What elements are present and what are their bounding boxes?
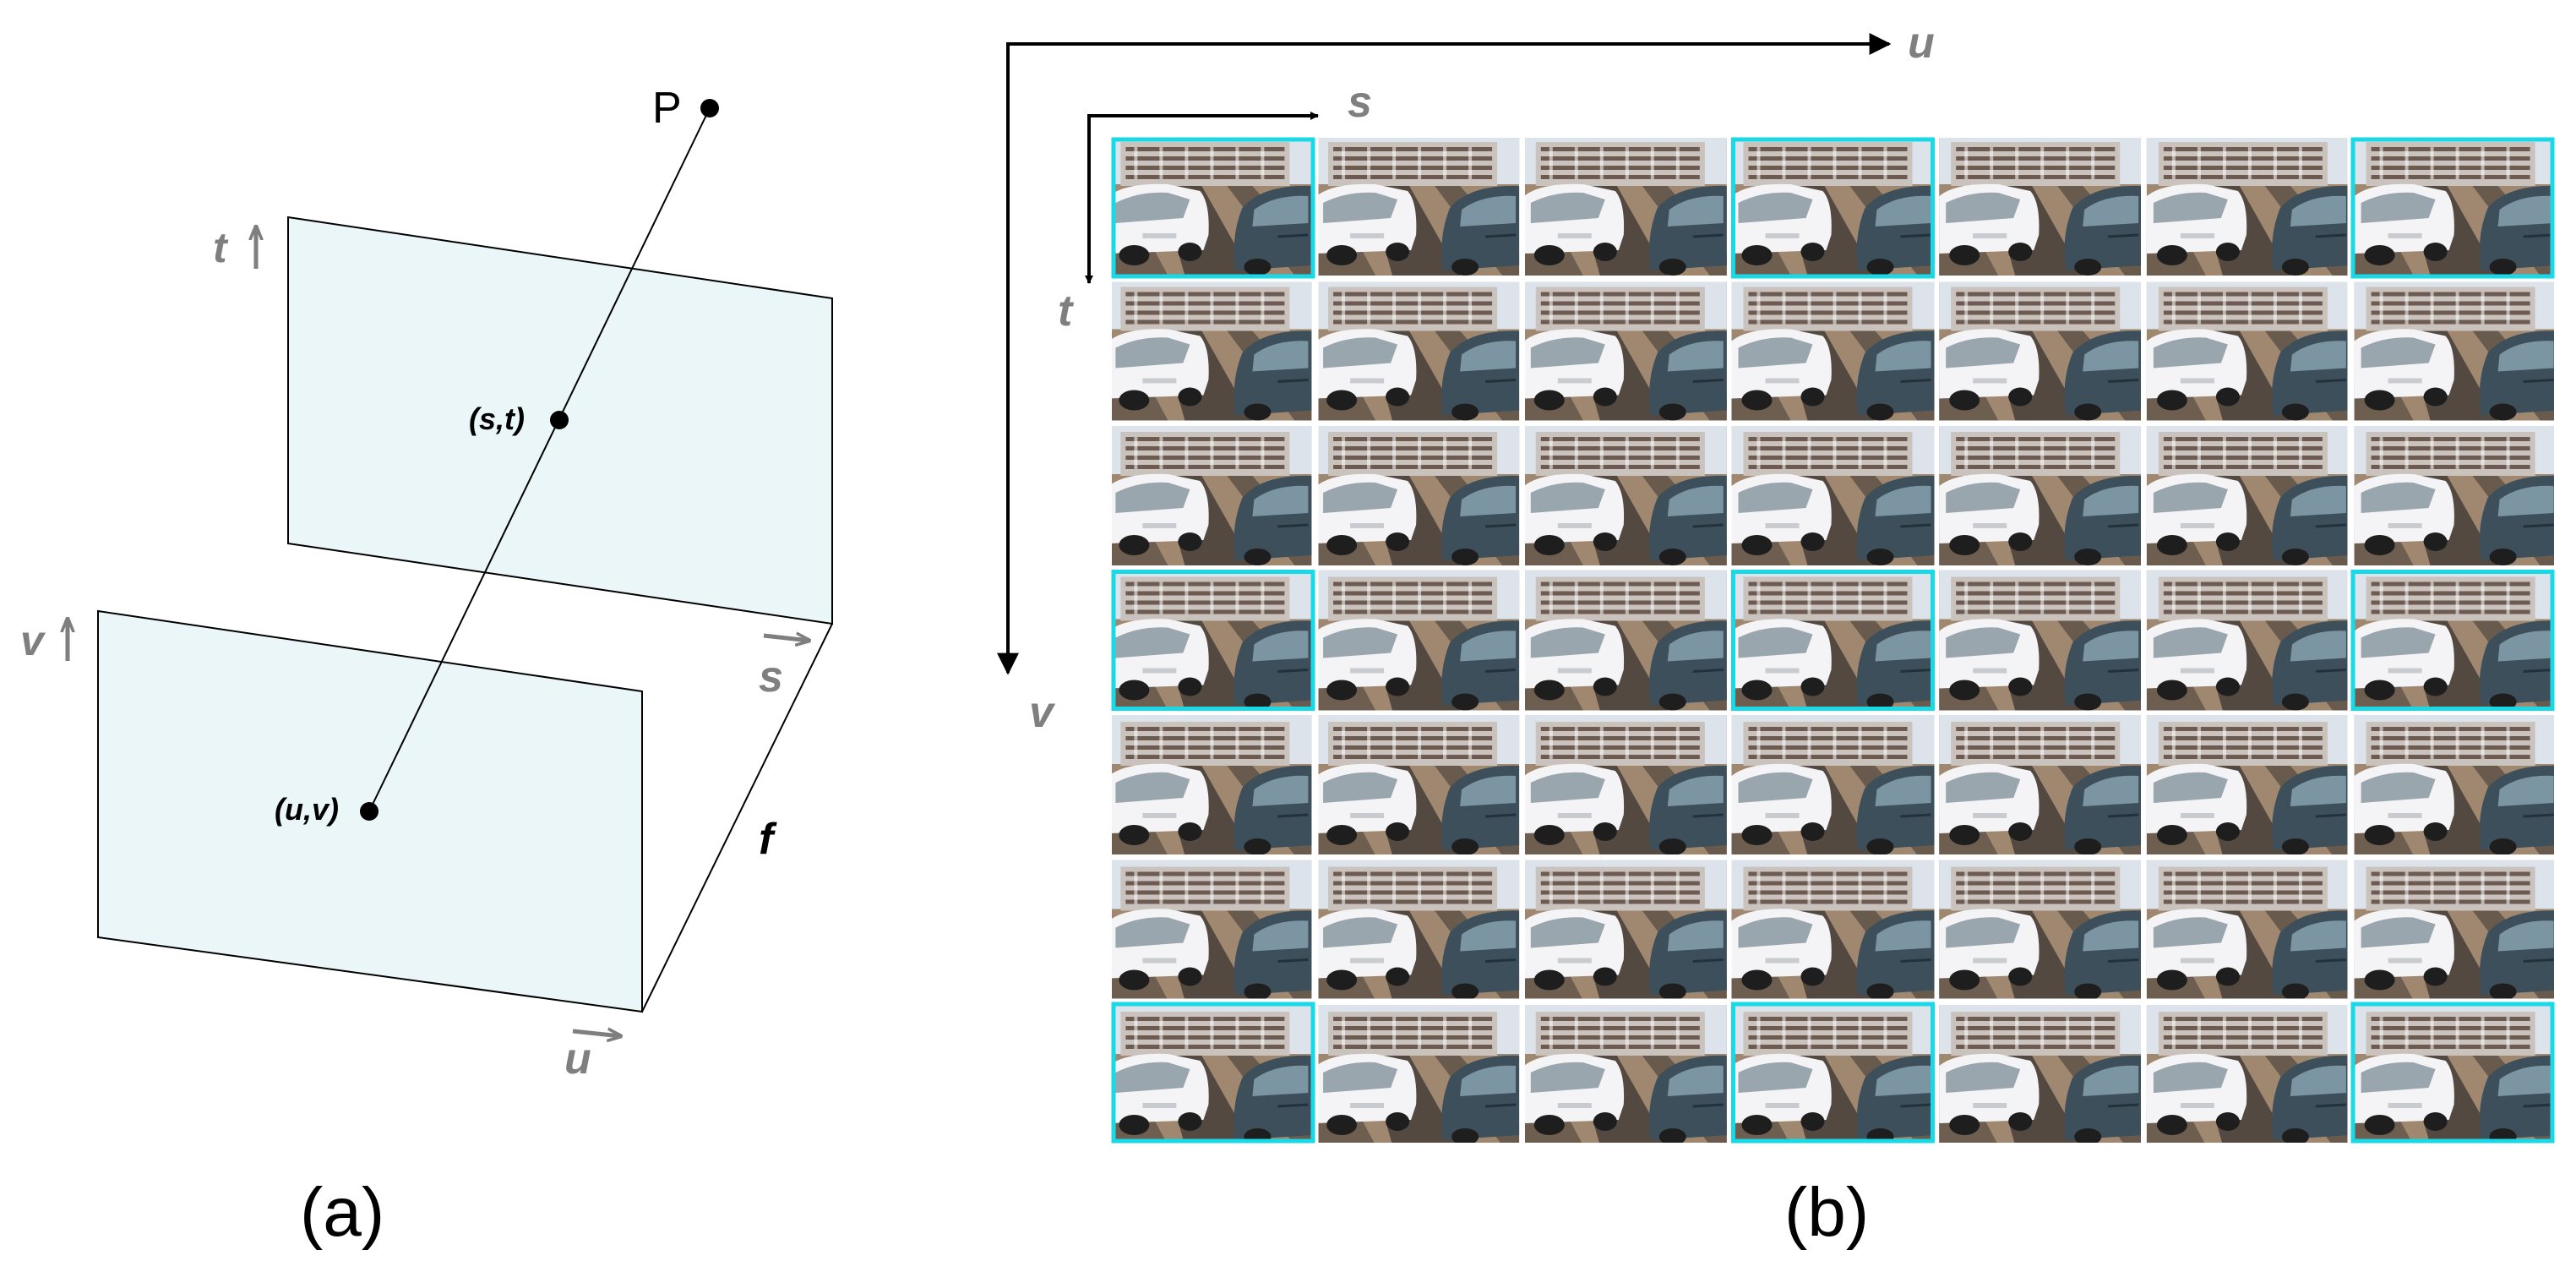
focal-distance-label: f: [759, 815, 777, 864]
st-point-dot: [550, 411, 569, 429]
u-axis-arrow: [572, 1031, 621, 1036]
outer-v-label: v: [1029, 688, 1056, 737]
sub-aperture-view-r1-c6: [2353, 281, 2554, 422]
panel-a-two-plane-parameterization: P (s,t) (u,v) t v s u f (a): [20, 84, 833, 1251]
sub-aperture-view-r6-c5: [2145, 1003, 2348, 1143]
sub-aperture-view-r0-c2: [1525, 138, 1728, 277]
sub-aperture-view-r5-c1: [1318, 859, 1521, 999]
s-axis-arrow: [763, 636, 809, 641]
inner-st-axes: [1087, 114, 1315, 279]
sub-aperture-view-r3-c2: [1525, 570, 1728, 711]
sub-aperture-view-r1-c0: [1112, 281, 1313, 422]
t-axis-label: t: [213, 224, 229, 271]
highlighted-view-border: [1731, 137, 1935, 279]
u-axis-label: u: [564, 1035, 591, 1084]
s-axis-label: s: [759, 652, 783, 702]
sub-aperture-view-r4-c2: [1525, 714, 1728, 854]
point-p-label: P: [652, 84, 682, 133]
sub-aperture-view-r0-c4: [1938, 138, 2141, 277]
sub-aperture-view-r6-c2: [1525, 1003, 1728, 1143]
sub-aperture-view-r4-c5: [2145, 714, 2348, 854]
highlighted-view-border: [1731, 1002, 1935, 1144]
point-p-dot: [700, 99, 719, 117]
sub-aperture-view-r4-c0: [1112, 714, 1313, 854]
highlighted-view-border: [2350, 1002, 2555, 1144]
uv-point-dot: [360, 802, 379, 821]
sub-aperture-view-r6-c3: [1731, 1002, 1935, 1144]
st-point-label: (s,t): [469, 401, 525, 436]
sub-aperture-view-r2-c6: [2353, 426, 2554, 566]
sub-aperture-view-r3-c6: [2350, 570, 2555, 711]
sub-aperture-view-r1-c2: [1525, 281, 1728, 422]
sub-aperture-view-r2-c5: [2145, 426, 2348, 566]
sub-aperture-view-r6-c0: [1111, 1002, 1315, 1144]
panel-b-caption: (b): [1784, 1174, 1869, 1251]
highlighted-view-border: [2350, 137, 2555, 279]
sub-aperture-view-r0-c0: [1111, 137, 1315, 279]
v-axis-label: v: [20, 617, 46, 664]
sub-aperture-view-r3-c0: [1111, 570, 1315, 711]
sub-aperture-view-r3-c4: [1938, 570, 2141, 711]
sub-aperture-view-r0-c3: [1731, 137, 1935, 279]
highlighted-view-border: [1111, 1002, 1315, 1144]
sub-aperture-view-r2-c0: [1112, 426, 1313, 566]
sub-aperture-view-r4-c6: [2353, 714, 2554, 854]
sub-aperture-view-r2-c4: [1938, 426, 2141, 566]
sub-aperture-view-r5-c5: [2145, 859, 2348, 999]
inner-t-label: t: [1058, 287, 1075, 336]
plane-edge-bottom: [641, 623, 833, 1013]
sub-aperture-image-grid: [1111, 137, 2555, 1144]
inner-s-label: s: [1348, 78, 1372, 127]
sub-aperture-view-r5-c0: [1112, 859, 1313, 999]
outer-u-label: u: [1908, 19, 1935, 68]
sub-aperture-view-r5-c6: [2353, 859, 2554, 999]
sub-aperture-view-r6-c4: [1938, 1003, 2141, 1143]
sub-aperture-view-r2-c3: [1731, 426, 1935, 566]
outer-uv-axes: [1006, 42, 1886, 668]
highlighted-view-border: [2350, 570, 2555, 711]
sub-aperture-view-r1-c5: [2145, 281, 2348, 422]
sub-aperture-view-r3-c5: [2145, 570, 2348, 711]
light-ray: [368, 107, 711, 812]
sub-aperture-view-r0-c5: [2145, 138, 2348, 277]
sub-aperture-view-r0-c6: [2350, 137, 2555, 279]
sub-aperture-view-r3-c3: [1731, 570, 1935, 711]
sub-aperture-view-r0-c1: [1318, 138, 1521, 277]
panel-b-light-field-array: u v s t (b): [997, 19, 2555, 1251]
sub-aperture-view-r2-c1: [1318, 426, 1521, 566]
highlighted-view-border: [1111, 570, 1315, 711]
sub-aperture-view-r4-c4: [1938, 714, 2141, 854]
highlighted-view-border: [1731, 570, 1935, 711]
sub-aperture-view-r5-c2: [1525, 859, 1728, 999]
sub-aperture-view-r1-c1: [1318, 281, 1521, 422]
sub-aperture-view-r6-c6: [2350, 1002, 2555, 1144]
sub-aperture-view-r3-c1: [1318, 570, 1521, 711]
panel-a-caption: (a): [300, 1174, 384, 1251]
sub-aperture-view-r5-c4: [1938, 859, 2141, 999]
sub-aperture-view-r4-c3: [1731, 714, 1935, 854]
uv-point-label: (u,v): [275, 792, 339, 827]
highlighted-view-border: [1111, 137, 1315, 279]
sub-aperture-view-r2-c2: [1525, 426, 1728, 566]
sub-aperture-view-r6-c1: [1318, 1003, 1521, 1143]
sub-aperture-view-r1-c4: [1938, 281, 2141, 422]
sub-aperture-view-r4-c1: [1318, 714, 1521, 854]
sub-aperture-view-r1-c3: [1731, 281, 1935, 422]
sub-aperture-view-r5-c3: [1731, 859, 1935, 999]
